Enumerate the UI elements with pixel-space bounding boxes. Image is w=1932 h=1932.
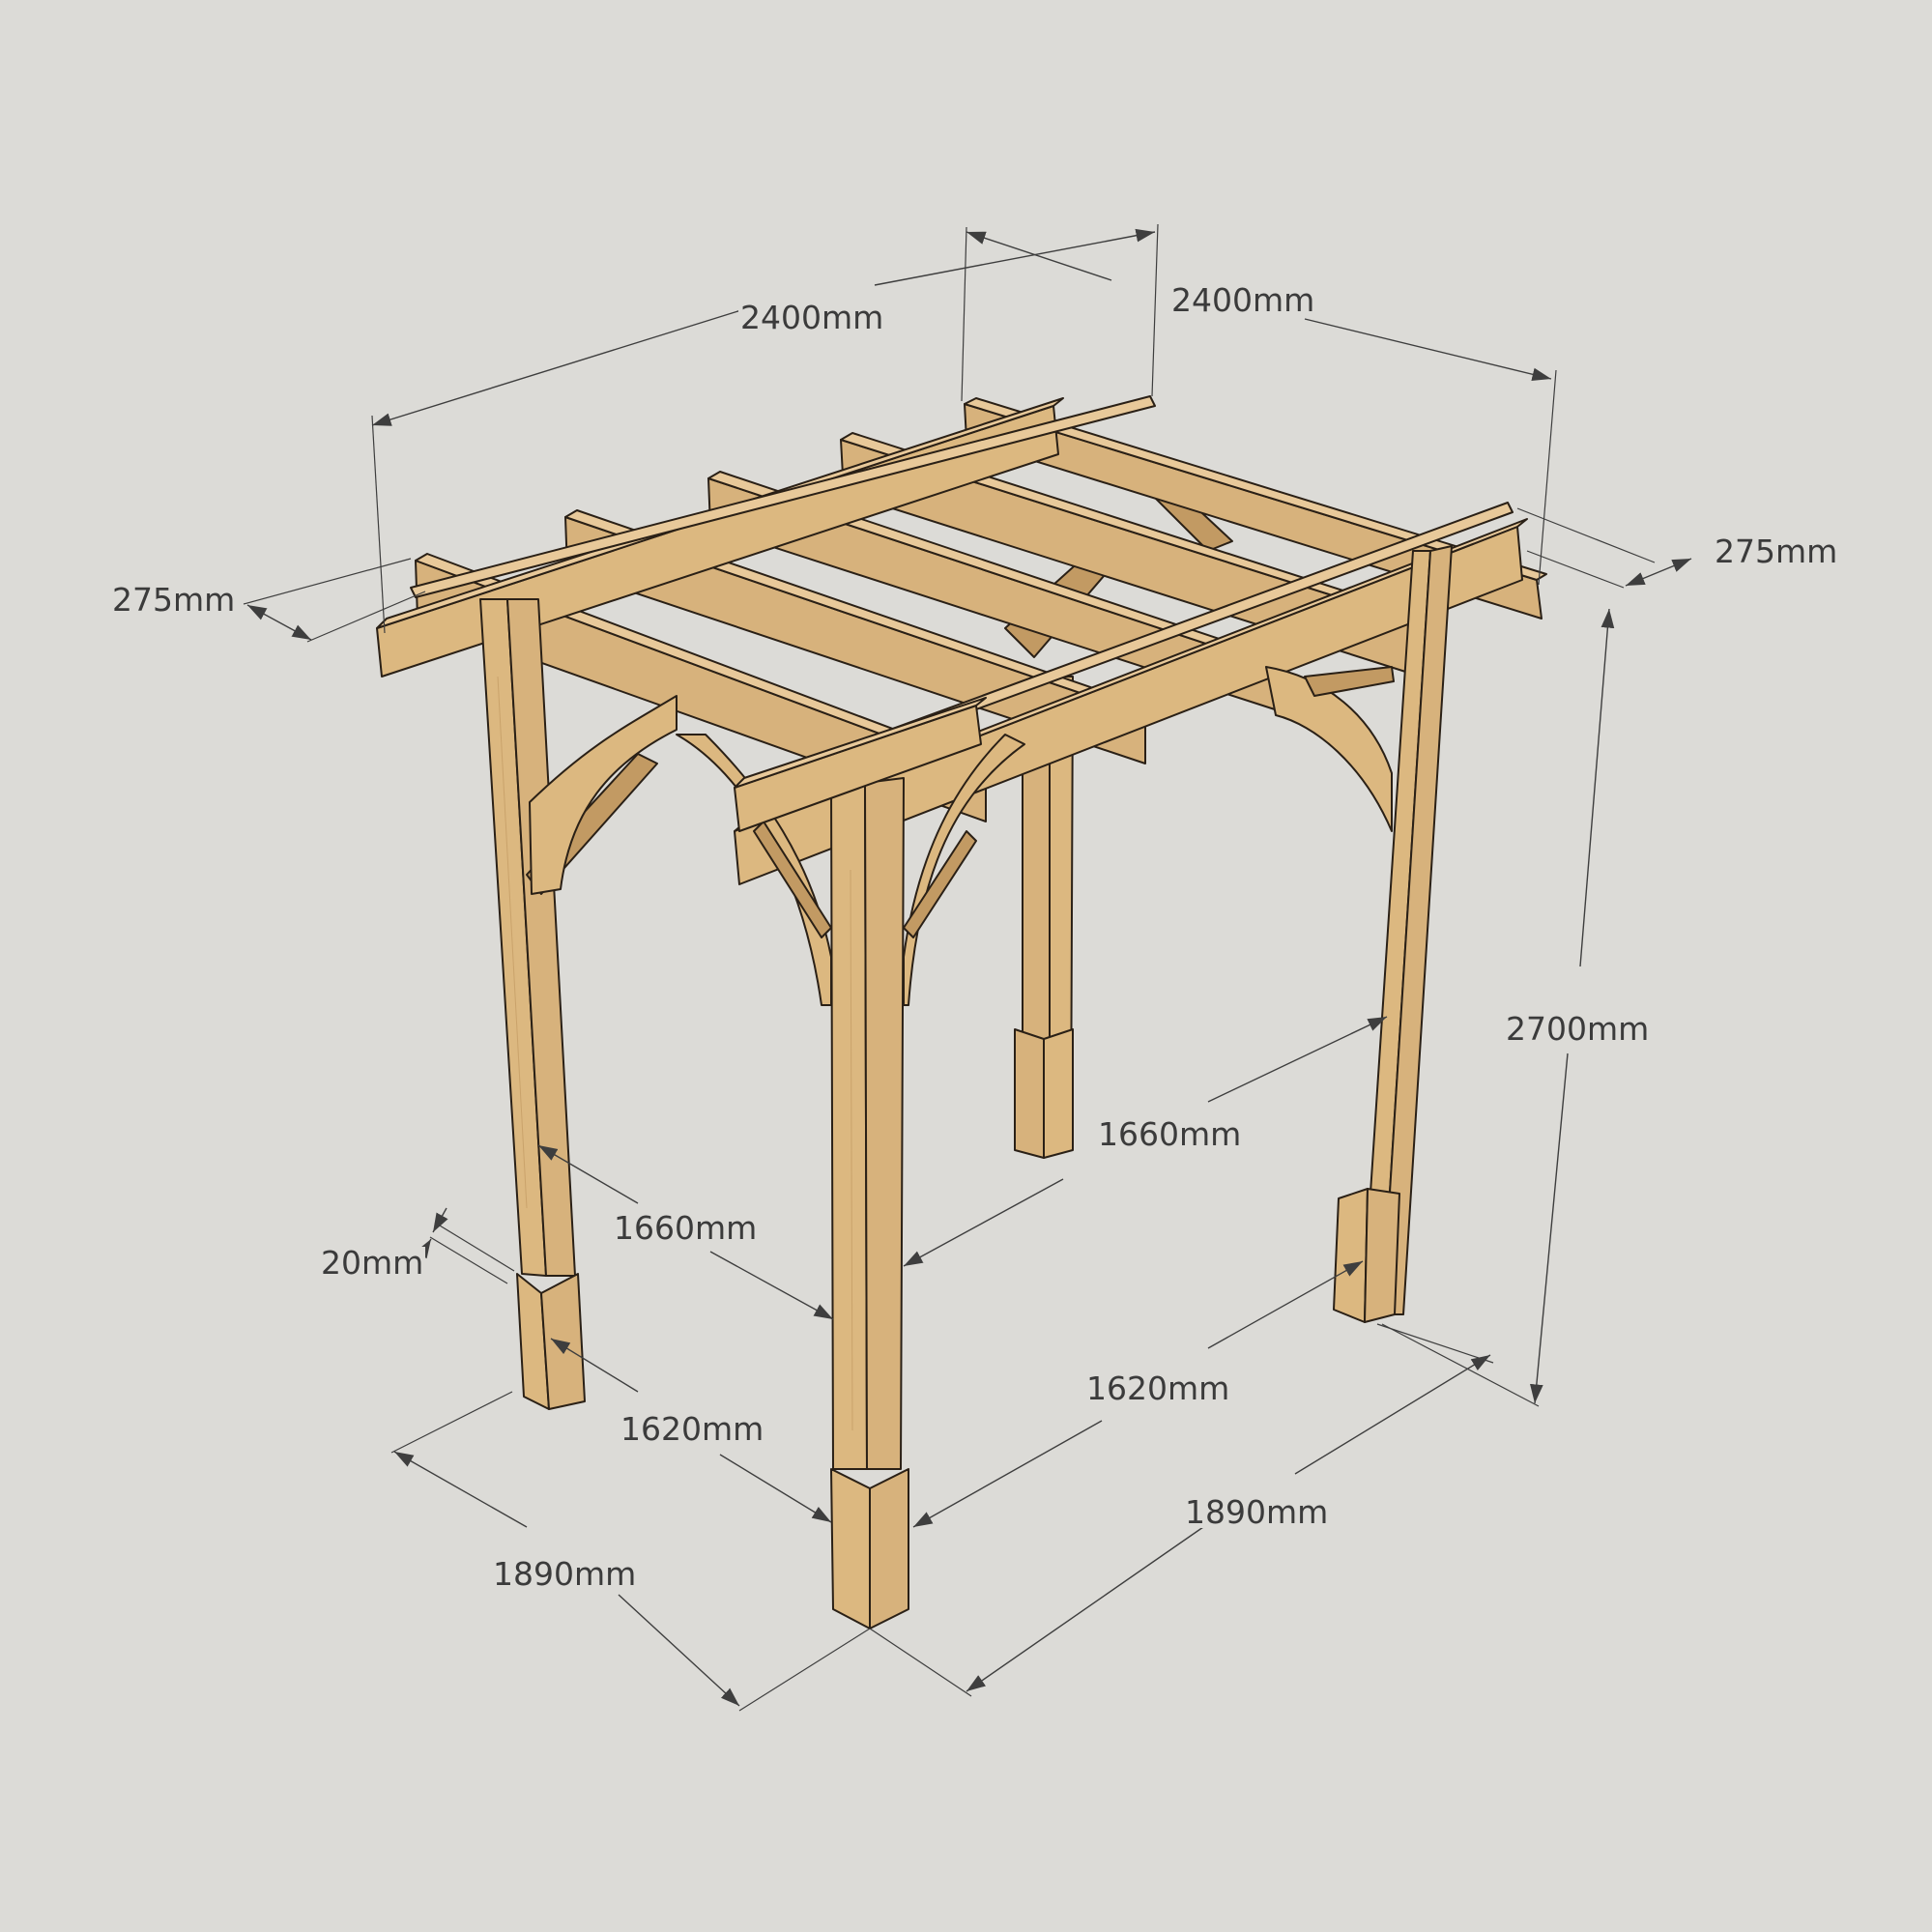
dimension-label-base-span-left: 1620mm xyxy=(619,1410,766,1448)
dimension-label-inner-span-left: 1660mm xyxy=(612,1209,760,1247)
dimension-label-overhang-left: 275mm xyxy=(110,581,238,619)
dimension-label-footprint-left: 1890mm xyxy=(491,1555,639,1593)
dimension-label-footprint-right: 1890mm xyxy=(1183,1493,1331,1531)
dimension-label-overhang-right: 275mm xyxy=(1713,533,1840,570)
back-post xyxy=(1014,676,1074,1159)
cross-beams xyxy=(376,395,1528,885)
dimension-label-sleeve-thickness: 20mm xyxy=(319,1244,426,1282)
dimension-label-width-back: 2400mm xyxy=(1169,281,1317,319)
dimension-label-width-front: 2400mm xyxy=(738,299,886,336)
dimension-label-base-span-right: 1620mm xyxy=(1084,1370,1232,1407)
right-post xyxy=(1265,545,1453,1323)
left-post xyxy=(479,598,678,1410)
roof-rafters xyxy=(415,397,1547,822)
front-post xyxy=(676,697,1025,1629)
dimension-label-height: 2700mm xyxy=(1504,1010,1652,1048)
dimension-lines xyxy=(243,223,1692,1712)
dimension-label-inner-span-right: 1660mm xyxy=(1096,1115,1244,1153)
